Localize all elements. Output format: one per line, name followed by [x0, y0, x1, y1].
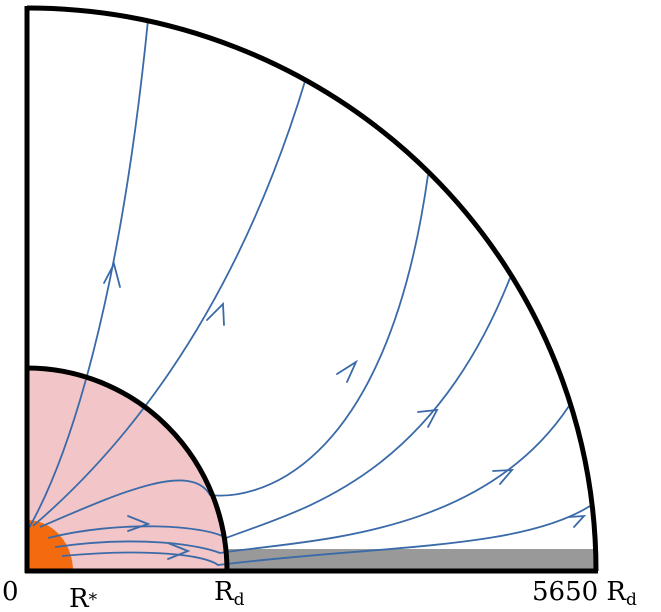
outer-radius-label: 5650 Rd	[532, 577, 637, 610]
arrow-icon	[127, 515, 151, 532]
field-line	[54, 405, 570, 554]
star	[27, 520, 73, 571]
field-line	[47, 277, 511, 539]
arrow-icon	[336, 359, 359, 383]
arrow-icon	[206, 301, 225, 326]
arrow-icon	[568, 514, 587, 528]
boundaries	[24, 5, 599, 574]
field-line	[39, 174, 429, 528]
field-line	[32, 77, 307, 527]
arrow-icon	[492, 468, 515, 485]
field-lines	[28, 19, 591, 566]
arrow-icon	[103, 261, 121, 288]
arrow-icon	[417, 408, 439, 428]
inner-boundary-arc	[26, 365, 230, 572]
r-star-label: R*	[69, 584, 98, 612]
inner-region	[27, 368, 227, 571]
origin-label: 0	[2, 577, 19, 607]
field-line	[61, 505, 591, 566]
field-arrows	[103, 261, 587, 560]
outer-boundary-arc	[26, 5, 599, 572]
arrow-icon	[167, 542, 191, 560]
field-line	[28, 19, 149, 529]
r-d-label: Rd	[214, 577, 245, 610]
